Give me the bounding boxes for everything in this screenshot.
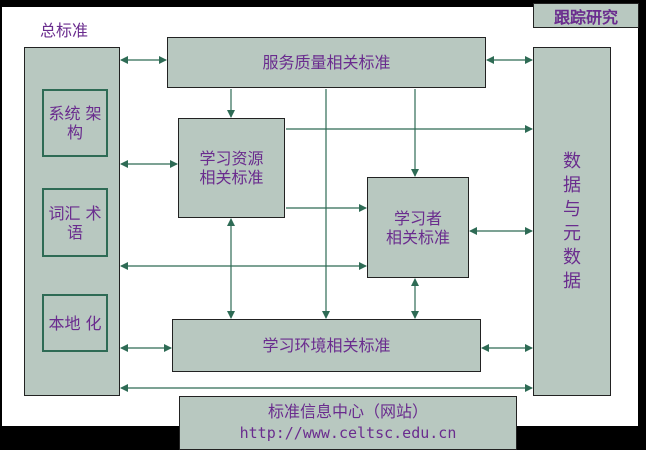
learning-resources-box: 学习资源 相关标准 (178, 118, 285, 218)
learning-resources-line2: 相关标准 (199, 168, 264, 187)
vocabulary-terms-line2: 术语 (66, 203, 102, 242)
system-architecture-box: 系统 架构 (42, 89, 108, 157)
localization-box: 本地 化 (42, 294, 108, 352)
system-architecture-line2: 架构 (66, 104, 102, 142)
info-center-url[interactable]: http://www.celtsc.edu.cn (239, 424, 457, 442)
vocabulary-terms-box: 词汇 术语 (42, 188, 108, 257)
overall-standard-label: 总标准 (40, 21, 89, 40)
service-quality-label: 服务质量相关标准 (262, 53, 391, 72)
learner-line1: 学习者 (393, 208, 442, 228)
data-metadata-char: 数 (563, 246, 581, 268)
info-center-title: 标准信息中心（网站） (267, 402, 428, 421)
data-metadata-char: 元 (563, 222, 581, 244)
info-center-box[interactable]: 标准信息中心（网站） http://www.celtsc.edu.cn (179, 396, 517, 450)
localization-line2: 化 (85, 313, 102, 333)
learner-line2: 相关标准 (385, 227, 450, 247)
service-quality-box: 服务质量相关标准 (167, 37, 486, 88)
learning-resources-line1: 学习资源 (199, 149, 264, 168)
localization-line1: 本地 (48, 313, 81, 333)
data-metadata-char: 据 (563, 270, 581, 292)
learning-environment-label: 学习环境相关标准 (262, 336, 391, 355)
tracking-research-box: 跟踪研究 (533, 3, 639, 28)
data-metadata-char: 数 (563, 150, 581, 172)
data-metadata-char: 据 (563, 174, 581, 196)
data-metadata-char: 与 (563, 198, 581, 220)
learning-environment-box: 学习环境相关标准 (172, 319, 481, 372)
learner-box: 学习者 相关标准 (367, 177, 469, 278)
data-metadata-box: 数 据 与 元 数 据 (533, 47, 611, 396)
vocabulary-terms-line1: 词汇 (48, 203, 81, 223)
system-architecture-line1: 系统 (48, 104, 81, 123)
